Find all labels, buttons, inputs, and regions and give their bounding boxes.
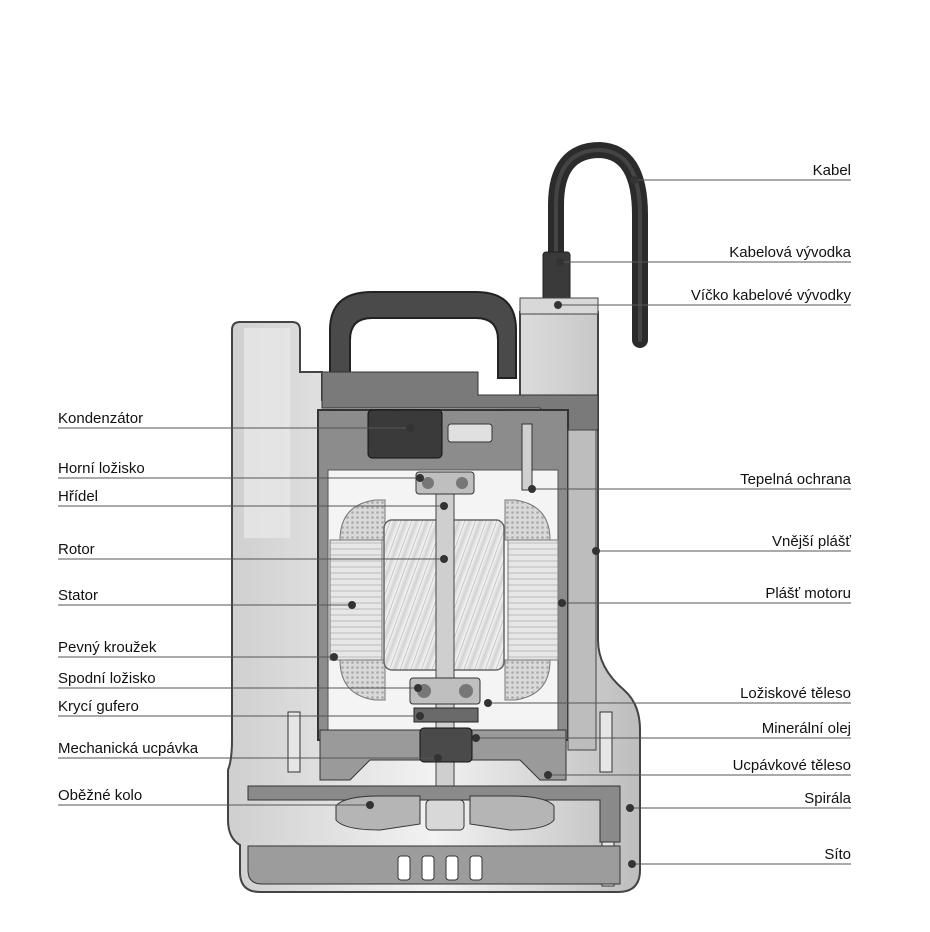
intake-screen	[247, 845, 621, 885]
leaders-left	[58, 424, 448, 809]
label-mineralni-olej: Minerální olej	[761, 720, 851, 737]
mechanical-seal	[419, 727, 473, 763]
stator-right	[507, 539, 559, 661]
label-vnejsi-plast: Vnější plášť	[772, 533, 851, 550]
label-pevny-krouzek: Pevný kroužek	[58, 639, 157, 656]
label-plast-motoru: Plášť motoru	[765, 585, 851, 602]
label-tepelna-ochrana: Tepelná ochrana	[740, 471, 851, 488]
label-ucpavkove-teleso: Ucpávkové těleso	[732, 757, 851, 774]
winding-bottom-right	[504, 659, 551, 701]
lower-bearing	[409, 677, 481, 705]
upper-bearing	[415, 471, 475, 495]
label-rotor: Rotor	[58, 541, 95, 558]
top-cover	[321, 371, 599, 431]
thermal-protector	[521, 423, 533, 491]
label-sito: Síto	[824, 846, 851, 863]
impeller	[335, 795, 555, 831]
label-obezne-kolo: Oběžné kolo	[58, 787, 143, 804]
label-mechanicka-ucpavka: Mechanická ucpávka	[58, 740, 199, 757]
cable-gland	[542, 251, 571, 301]
label-kryci-gufero: Krycí gufero	[58, 698, 139, 715]
label-kabel: Kabel	[812, 162, 851, 179]
cover-seal	[413, 707, 479, 723]
label-horni-lozisko: Horní ložisko	[58, 460, 145, 477]
winding-bottom-left	[339, 659, 386, 701]
cable	[548, 141, 648, 348]
winding-top-right	[504, 499, 551, 541]
label-hridel: Hřídel	[58, 488, 99, 505]
handle	[329, 291, 517, 379]
capacitor-terminal	[447, 423, 493, 443]
label-loziskove-teleso: Ložiskové těleso	[740, 685, 851, 702]
label-vicko-kabelove-vyvodky: Víčko kabelové vývodky	[690, 287, 851, 304]
label-kabelova-vyvodka: Kabelová vývodka	[729, 244, 851, 261]
label-kondenzator: Kondenzátor	[58, 410, 144, 427]
label-spodni-lozisko: Spodní ložisko	[58, 670, 156, 687]
impeller-nut	[425, 799, 465, 831]
winding-top-left	[339, 499, 386, 541]
leaders-right	[472, 176, 851, 868]
capacitor	[367, 409, 443, 459]
label-spirala: Spirála	[804, 790, 851, 807]
label-stator: Stator	[58, 587, 99, 604]
bolt-left	[287, 711, 301, 773]
bolt-right	[599, 711, 613, 773]
stator-left	[329, 539, 383, 661]
